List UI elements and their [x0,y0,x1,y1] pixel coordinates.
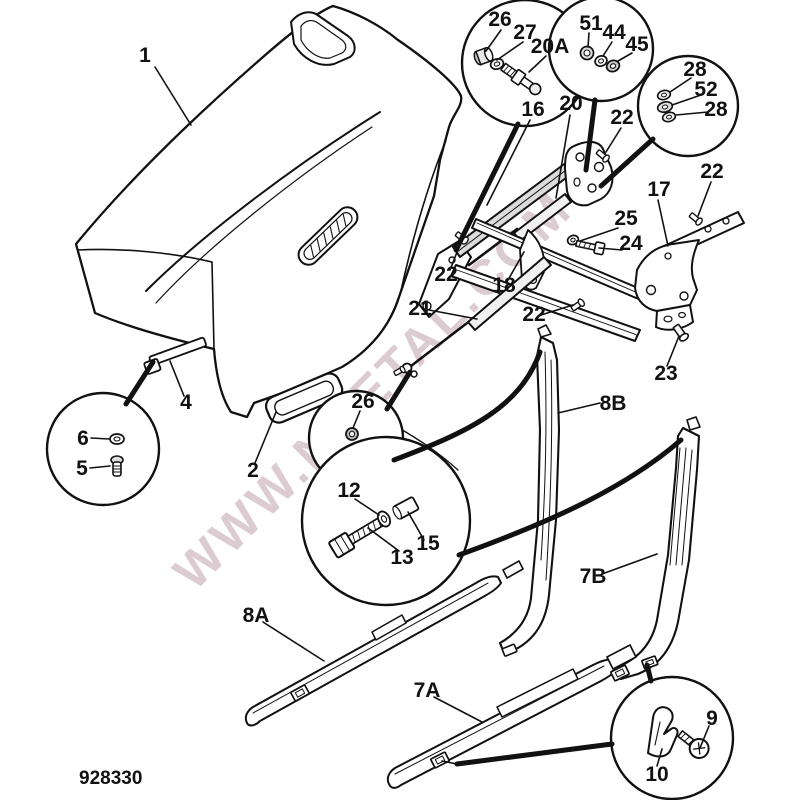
bubble-51 [547,0,655,103]
bubble-e-parts [345,427,359,441]
label-51: 51 [579,12,603,35]
pillar-trim-8b [498,324,561,657]
washer-27-part [489,57,505,71]
label-22c: 22 [434,263,457,286]
label-10: 10 [645,763,668,786]
label-5: 5 [76,457,88,480]
label-22b: 22 [700,160,723,183]
bolt-24-part [575,239,606,256]
pin-22d-part [570,298,586,312]
bolt-23-part [672,323,690,342]
hood-ridge-line-2 [155,126,373,304]
part-labels: 1 26 27 20A 51 44 45 28 52 28 16 20 22 2… [76,8,728,786]
thick-leader-lines [123,97,684,767]
bubble-b-parts [579,45,621,73]
label-17: 17 [647,178,670,201]
sill-trim-7a [386,644,637,789]
washer-44-part [594,55,608,67]
washer-28a-part [656,89,672,101]
label-1: 1 [139,44,151,67]
hood-side-vent [297,206,359,266]
bubble-c-parts [656,89,677,123]
bubble-28 [636,54,740,158]
label-22a: 22 [610,106,633,129]
drawing-number: 928330 [79,768,142,789]
label-4: 4 [180,391,192,414]
label-25: 25 [614,207,638,230]
label-8b: 8B [600,392,627,415]
label-6: 6 [77,427,89,450]
washer-45-part [605,59,621,73]
label-20: 20 [559,92,582,115]
label-27: 27 [513,21,536,44]
label-23: 23 [654,362,677,385]
label-20a: 20A [531,35,570,58]
label-7a: 7A [414,679,441,702]
washer-12-part [376,510,392,528]
spacer-15-part [392,496,420,520]
label-16: 16 [521,98,544,121]
label-22d: 22 [522,303,545,326]
hood-ridge-line [145,111,381,292]
label-52: 52 [694,78,717,101]
label-2: 2 [247,459,259,482]
label-28a: 28 [683,58,707,81]
label-12: 12 [337,479,360,502]
bubble-d-parts [109,433,125,477]
label-9: 9 [706,707,718,730]
bracket-17 [634,211,745,331]
striker-part-4 [143,336,207,375]
label-7b: 7B [580,565,607,588]
washer-25-part [566,234,580,246]
bubble-5-6 [45,391,161,507]
ballstud-20a-part [500,62,542,96]
bubble-a-parts [473,46,542,96]
hood-grab-handle-notch [290,11,356,66]
label-44: 44 [602,21,626,44]
label-13: 13 [390,546,413,569]
bubble-g-parts [647,706,710,759]
thin-leader-lines [89,29,712,767]
label-26a: 26 [488,8,511,31]
label-8a: 8A [243,604,270,627]
label-24: 24 [619,232,643,255]
label-15: 15 [416,532,440,555]
label-21: 21 [408,297,432,320]
label-26b: 26 [351,390,374,413]
sill-trim-8a [244,560,524,727]
gas-strut-21 [393,256,552,378]
screw-5-part [110,455,124,477]
hood-front-crease [77,248,215,350]
hood-part [74,4,463,419]
hood-outline [74,4,463,419]
bolt-22a-part [595,149,610,163]
handle-part-2 [264,372,344,424]
screw-9-part [677,730,710,759]
label-18: 18 [492,274,516,297]
label-28b: 28 [704,98,728,121]
bracket-17-body [634,239,700,312]
hood-side-crease [399,139,447,296]
bolt-22b-part [688,212,703,226]
label-45: 45 [625,33,649,56]
washer-28b-part [661,111,677,123]
